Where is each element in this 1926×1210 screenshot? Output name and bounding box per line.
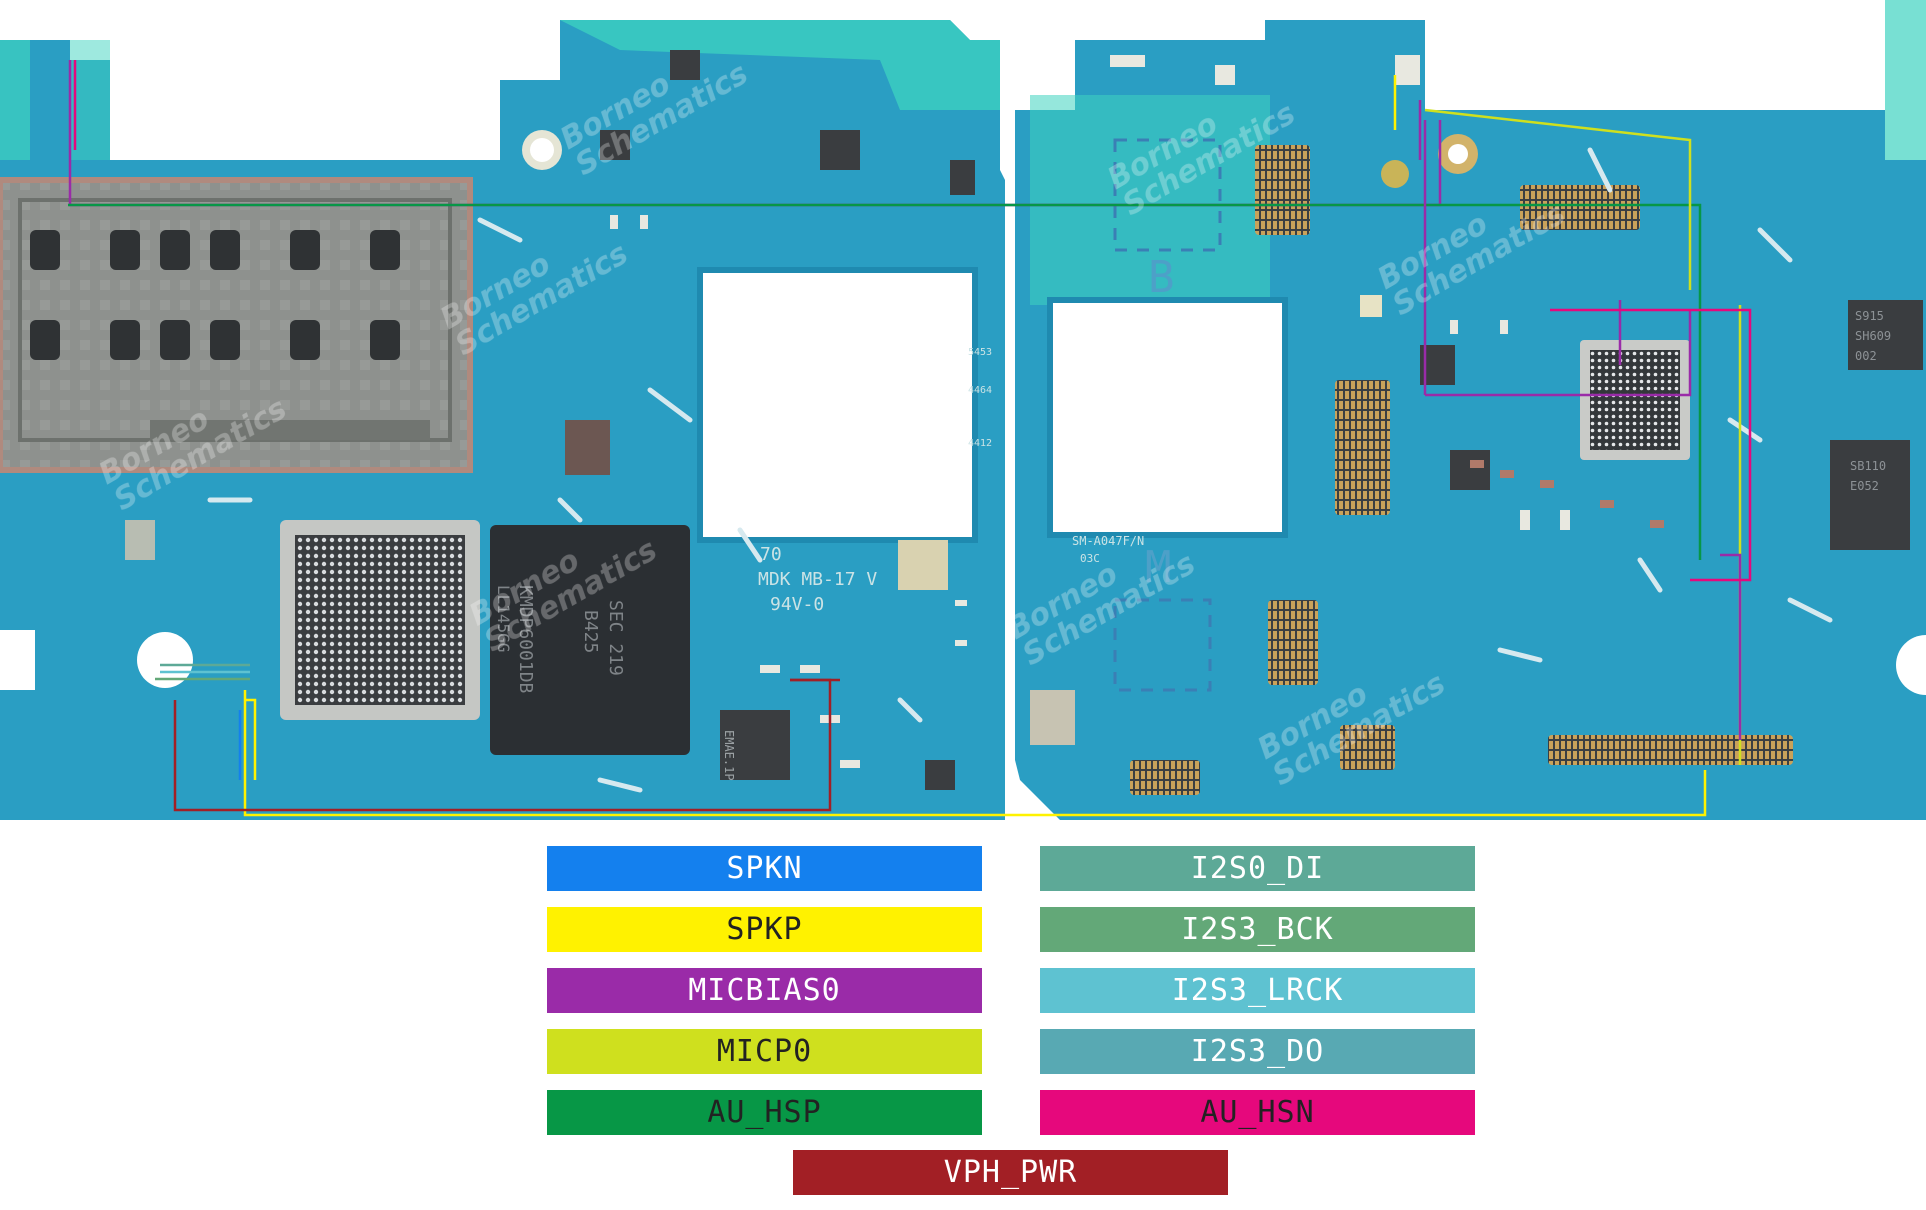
legend-micp0: MICP0	[547, 1029, 982, 1074]
legend-au-hsp: AU_HSP	[547, 1090, 982, 1135]
side-code-3: 4412	[968, 438, 992, 449]
legend-label: VPH_PWR	[943, 1155, 1078, 1190]
legend-label: SPKP	[726, 912, 803, 947]
ic-right1-line3: 002	[1855, 349, 1877, 363]
ic-right1-line2: SH609	[1855, 329, 1891, 343]
silkscreen-text: 70 MDK MB-17 V 94V-0 SEC 219 B425 KMDP60…	[494, 252, 1891, 781]
label-m: M	[1145, 542, 1172, 593]
legend-i2s3-bck: I2S3_BCK	[1040, 907, 1475, 952]
legend-i2s3-do: I2S3_DO	[1040, 1029, 1475, 1074]
legend-spkp: SPKP	[547, 907, 982, 952]
legend-label: MICP0	[716, 1034, 813, 1069]
chip-lot-number: LL145GG	[494, 585, 513, 652]
chip-marking-mid: B425	[580, 610, 601, 653]
ic-right2-line2: E052	[1850, 479, 1879, 493]
board-name: MDK MB-17 V	[758, 569, 877, 590]
chip-marking-top: SEC 219	[605, 600, 626, 676]
side-code-1: 5453	[968, 347, 992, 358]
side-code-2: 4464	[968, 385, 992, 396]
legend-spkn: SPKN	[547, 846, 982, 891]
legend-label: I2S3_LRCK	[1171, 973, 1344, 1008]
legend-vph-pwr: VPH_PWR	[793, 1150, 1228, 1195]
ic-marking: EMAE.1P	[722, 730, 736, 781]
legend-label: AU_HSN	[1200, 1095, 1315, 1130]
legend-label: I2S0_DI	[1190, 851, 1325, 886]
chip-part-number: KMDP6001DB	[515, 585, 536, 693]
legend-i2s0-di: I2S0_DI	[1040, 846, 1475, 891]
left-board	[0, 20, 1005, 820]
legend-au-hsn: AU_HSN	[1040, 1090, 1475, 1135]
label-b: B	[1148, 252, 1175, 303]
right-board	[1015, 0, 1926, 820]
ic-right1-line1: S915	[1855, 309, 1884, 323]
legend-label: MICBIAS0	[688, 973, 841, 1008]
revision: 03C	[1080, 552, 1100, 565]
legend-label: I2S3_BCK	[1181, 912, 1334, 947]
model-number: SM-A047F/N	[1072, 534, 1144, 548]
legend-label: SPKN	[726, 851, 803, 886]
signal-traces	[68, 60, 1752, 817]
board-rating: 94V-0	[770, 594, 824, 615]
ic-right2-line1: SB110	[1850, 459, 1886, 473]
legend-i2s3-lrck: I2S3_LRCK	[1040, 968, 1475, 1013]
legend-label: AU_HSP	[707, 1095, 822, 1130]
legend-label: I2S3_DO	[1190, 1034, 1325, 1069]
legend-micbias0: MICBIAS0	[547, 968, 982, 1013]
board-code: 70	[760, 544, 782, 565]
pcb-board-image: 70 MDK MB-17 V 94V-0 SEC 219 B425 KMDP60…	[0, 0, 1926, 820]
